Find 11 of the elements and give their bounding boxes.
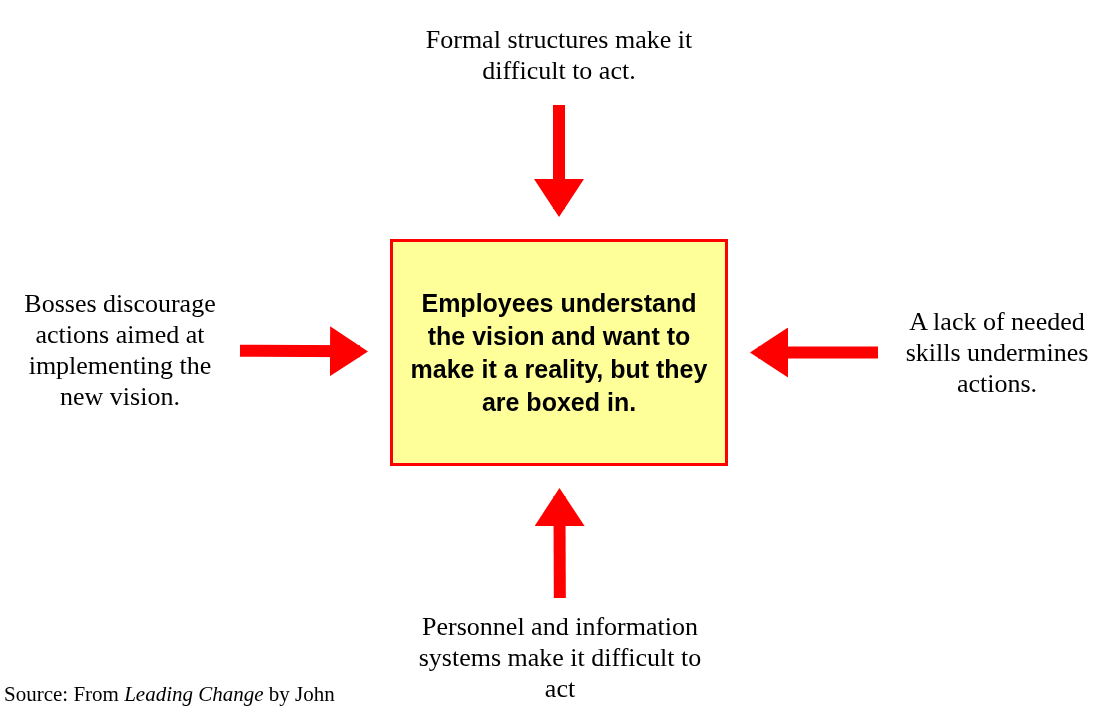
block-arrow [750, 327, 878, 378]
block-arrow [534, 105, 584, 217]
block-arrow [534, 488, 585, 598]
box-text: Employees understand the vision and want to make it a reality, but they are boxed in. [409, 287, 709, 418]
source-note: Source: From Leading Change by John [4, 682, 335, 707]
block-arrow [239, 326, 368, 377]
barrier-text: A lack of needed skills undermines actions. [904, 306, 1090, 399]
process-box [390, 239, 728, 466]
barrier-text: Personnel and information systems make it difficult to act [417, 611, 703, 704]
barrier-text: Bosses discourage actions aimed at implementing the new vision. [23, 288, 217, 412]
barrier-text: Formal structures make it difficult to act. [424, 24, 694, 86]
